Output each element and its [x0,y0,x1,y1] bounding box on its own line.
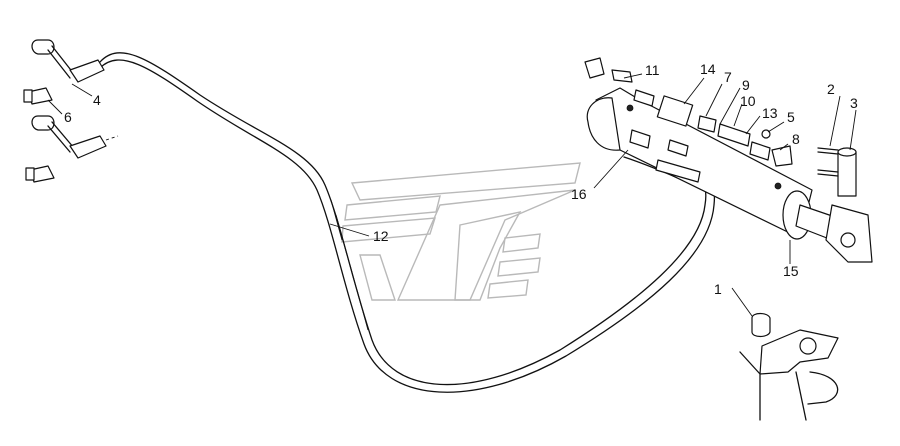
callout-14: 14 [700,61,716,77]
callout-1: 1 [714,281,722,297]
watermark-logo [341,162,581,301]
callout-13: 13 [762,105,778,121]
callouts: 1 2 3 4 5 6 7 8 9 10 11 12 13 14 15 16 [64,61,858,297]
callout-11: 11 [645,62,660,78]
pin-3-and-bolts-2 [817,147,857,197]
callout-15: 15 [783,263,799,279]
valve-assembly [584,57,793,183]
callout-10: 10 [740,93,756,109]
callout-3: 3 [850,95,858,111]
callout-12: 12 [373,228,389,244]
coupler-group-top [23,39,105,105]
bracket-and-bushing-1 [739,312,839,421]
callout-16: 16 [571,186,587,202]
callout-2: 2 [827,81,835,97]
callout-8: 8 [792,131,800,147]
callout-5: 5 [787,109,795,125]
callout-7: 7 [724,69,732,85]
coupler-group-bottom [25,115,119,183]
hydraulic-cylinder-15 [586,87,873,263]
callout-6: 6 [64,109,72,125]
hose-12 [99,52,715,393]
callout-4: 4 [93,92,101,108]
leader-lines [47,73,857,317]
callout-9: 9 [742,77,750,93]
